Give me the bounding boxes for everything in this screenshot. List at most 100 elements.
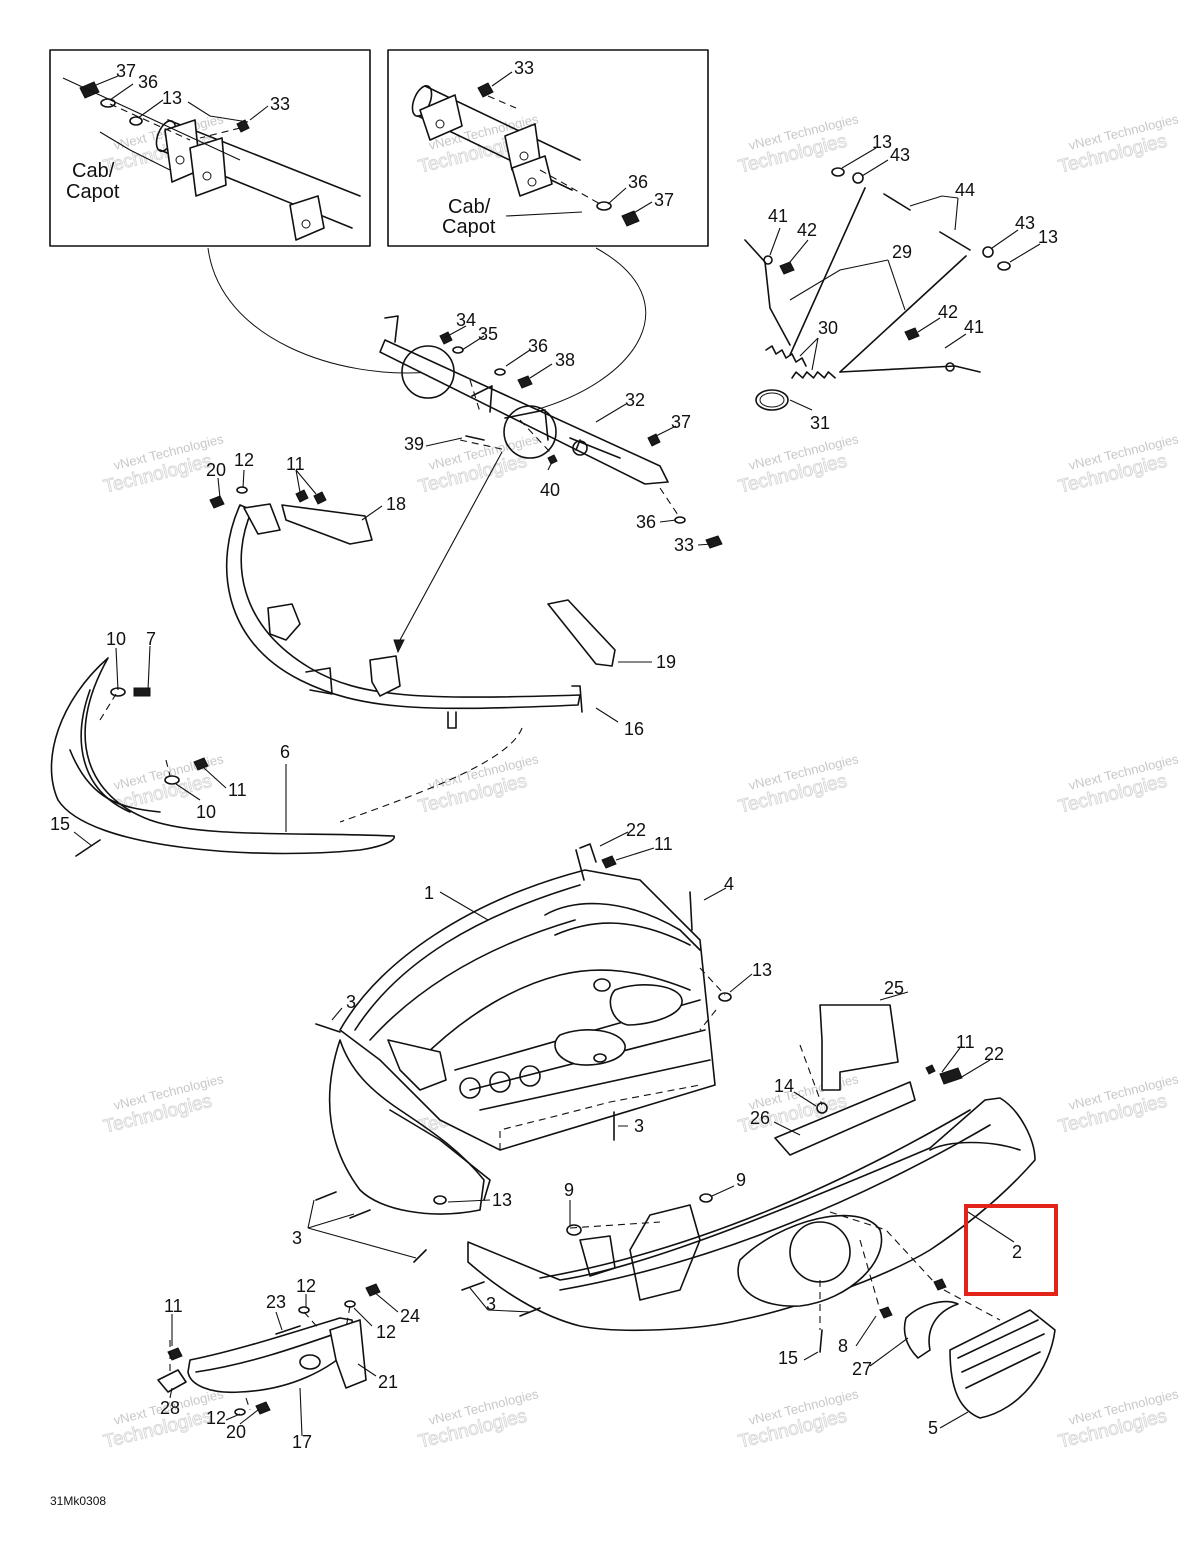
bumper-skin-assembly: 10 7 6 11 10 15	[50, 629, 395, 857]
cover-5	[949, 1309, 1056, 1419]
nut-icon	[601, 855, 617, 869]
belly-mount	[629, 1204, 701, 1301]
callout-31: 31	[810, 413, 830, 433]
callout-43: 43	[1015, 213, 1035, 233]
pin-44	[883, 193, 971, 251]
spring-30a	[765, 345, 807, 367]
bracket-18	[281, 504, 373, 545]
callout-28: 28	[160, 1398, 180, 1418]
nut-icon	[933, 1278, 947, 1291]
callout-3: 3	[634, 1116, 644, 1136]
washer-icon	[298, 1306, 310, 1314]
callout-17: 17	[292, 1432, 312, 1452]
arrow-icon	[393, 639, 405, 654]
callout-37: 37	[671, 412, 691, 432]
center-bracket-assembly: 34 35 36 38 32 39 40 37 36 33	[379, 310, 723, 654]
bolt-23	[275, 1325, 301, 1335]
callout-10: 10	[196, 802, 216, 822]
nut-icon	[925, 1064, 936, 1075]
rivet-15	[819, 1329, 823, 1353]
washer-icon	[164, 775, 180, 785]
washer-icon	[674, 516, 686, 524]
callout-19: 19	[656, 652, 676, 672]
washer-icon	[997, 261, 1011, 271]
inset-right-label-line1: Cab/	[448, 196, 491, 218]
inset-left: 37 36 13 33 Cab/ Capot	[49, 49, 371, 247]
callout-20: 20	[226, 1422, 246, 1442]
grommet-9	[699, 1193, 713, 1203]
nut-icon	[647, 433, 661, 447]
callout-26: 26	[750, 1108, 770, 1128]
callout-9: 9	[736, 1170, 746, 1190]
bumper-skin-6	[50, 657, 395, 855]
callout-15: 15	[50, 814, 70, 834]
inset-right: 33 36 37 Cab/ Capot	[387, 49, 709, 247]
callout-13: 13	[162, 88, 182, 108]
nut-icon	[295, 489, 309, 503]
callout-21: 21	[378, 1372, 398, 1392]
spring-30b	[791, 371, 836, 379]
rivet-3a	[315, 1023, 341, 1033]
inset-right-label-line2: Capot	[442, 216, 496, 238]
support-bracket-assembly: 11 23 12 24 12 21 28 12 20 17	[157, 1276, 420, 1452]
callout-37: 37	[654, 190, 674, 210]
callout-11: 11	[286, 454, 305, 474]
washer-icon	[236, 486, 248, 494]
washer-icon	[452, 346, 464, 354]
callout-13: 13	[872, 132, 892, 152]
hood-nose	[328, 1039, 485, 1215]
washer-icon	[234, 1408, 246, 1416]
callout-3: 3	[486, 1294, 496, 1314]
detail-circle-b	[503, 405, 557, 459]
callout-14: 14	[774, 1076, 794, 1096]
inset-left-bracket-b	[189, 137, 227, 197]
callout-22: 22	[984, 1044, 1004, 1064]
callout-4: 4	[724, 874, 734, 894]
inset-left-label-line2: Capot	[66, 181, 120, 203]
callout-20: 20	[206, 460, 226, 480]
clip-icon	[982, 246, 994, 258]
callout-12: 12	[234, 450, 254, 470]
nut-icon	[517, 375, 533, 389]
cable-29b	[839, 255, 967, 373]
hood-vent-left	[554, 1029, 626, 1066]
callout-11: 11	[956, 1032, 975, 1052]
detail-circle-a	[401, 345, 455, 399]
belly-pan-2	[467, 1097, 1036, 1332]
callout-41: 41	[964, 317, 984, 337]
callout-35: 35	[478, 324, 498, 344]
highlight-box-callout-2	[964, 1204, 1058, 1296]
hood-assembly: 1 22 11 4 13 3 3 13 3	[292, 820, 772, 1263]
strip-26	[774, 1081, 916, 1156]
bumper-tube-16	[225, 504, 581, 710]
callout-38: 38	[555, 350, 575, 370]
bolt-icon	[779, 261, 795, 275]
inset-left-bracket-c	[289, 195, 325, 241]
bracket-22	[939, 1067, 963, 1085]
bracket-21	[329, 1319, 367, 1389]
clip-icon	[852, 172, 864, 184]
bolt-icon	[255, 1401, 271, 1415]
callout-40: 40	[540, 480, 560, 500]
belly-pan-opening	[737, 1214, 883, 1307]
bracket-19	[547, 599, 616, 667]
part-28	[157, 1369, 187, 1393]
callout-33: 33	[514, 58, 534, 78]
callout-42: 42	[938, 302, 958, 322]
callout-12: 12	[376, 1322, 396, 1342]
grommet-9	[566, 1224, 582, 1236]
belly-pan-assembly: 25 11 22 14 26 9 9 2 3 8 15 27 5	[461, 978, 1056, 1438]
inset-right-frame	[387, 49, 709, 247]
callout-36: 36	[138, 72, 158, 92]
washer-icon	[129, 116, 143, 126]
nut-8	[879, 1306, 893, 1319]
inset-right-bracket-a	[419, 94, 463, 141]
nut-icon	[193, 757, 209, 771]
callout-23: 23	[266, 1292, 286, 1312]
callout-7: 7	[146, 629, 156, 649]
rivet-15	[75, 839, 101, 857]
callout-13: 13	[752, 960, 772, 980]
callout-39: 39	[404, 434, 424, 454]
callout-32: 32	[625, 390, 645, 410]
